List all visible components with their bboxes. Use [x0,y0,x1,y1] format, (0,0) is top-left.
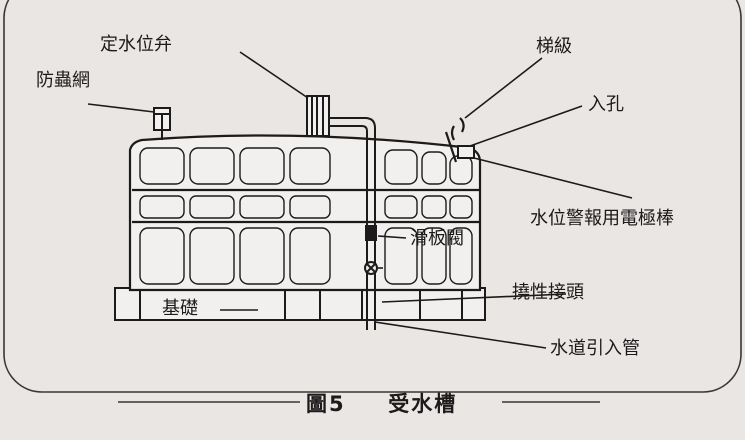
figure-frame [3,0,742,393]
figure-number: 圖5 [306,392,346,416]
label-manhole: 入孔 [588,94,624,115]
leader-lines [87,51,633,349]
label-slide-valve: 滑板閥 [410,228,464,249]
manhole [457,145,475,159]
inlet-pipe [329,117,376,330]
ladder [444,117,465,163]
tank-panels [139,147,473,285]
float-valve-housing [306,95,330,137]
label-float-valve: 定水位弁 [100,34,172,55]
tank-body [128,134,482,292]
label-electrode: 水位警報用電極棒 [530,208,674,229]
label-inlet-pipe: 水道引入管 [550,338,640,359]
figure-title: 受水槽 [388,392,458,416]
slide-valve [364,225,378,275]
label-flex-joint: 撓性接頭 [512,282,584,303]
insect-net-vent [153,107,171,140]
caption: 圖5 受水槽 [306,388,457,418]
foundation [114,287,486,321]
label-foundation: 基礎 [162,298,198,319]
label-insect-net: 防蟲網 [36,70,90,91]
label-ladder: 梯級 [536,36,572,57]
